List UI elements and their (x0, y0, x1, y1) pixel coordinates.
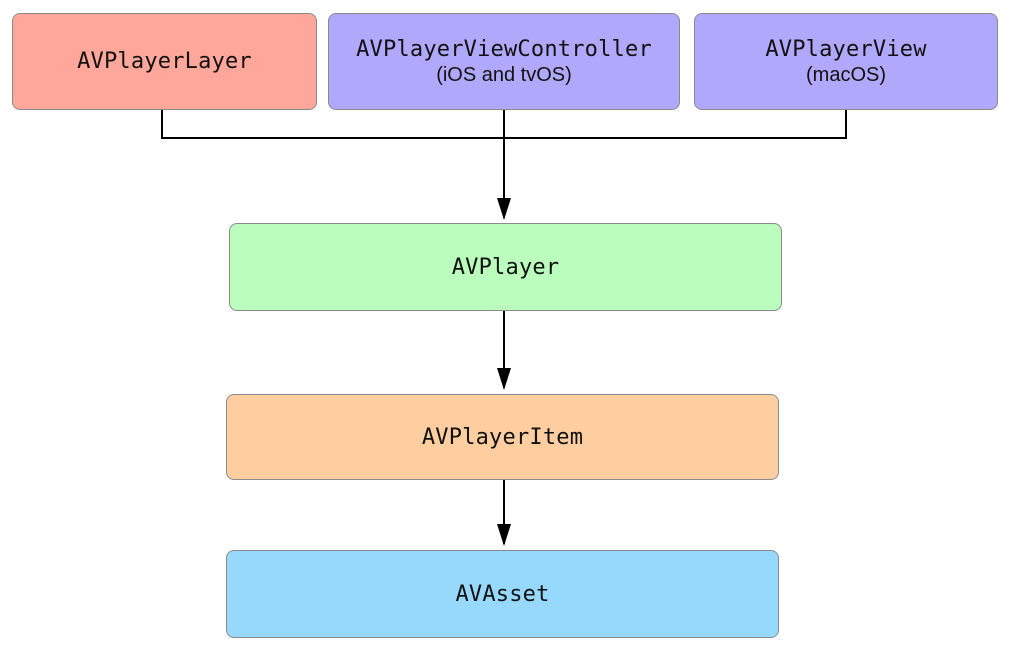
avasset-node: AVAsset (226, 550, 779, 638)
avplayerlayer-node: AVPlayerLayer (12, 13, 317, 110)
arrow-to-avplayer-head (497, 198, 511, 220)
avplayerview-platform-note: (macOS) (806, 64, 886, 86)
avplayerview-label: AVPlayerView (765, 37, 927, 62)
arrow-to-avplayeritem-head (497, 368, 511, 390)
avplayerviewcontroller-label: AVPlayerViewController (356, 37, 652, 62)
avplayer-node: AVPlayer (229, 223, 782, 311)
avplayeritem-label: AVPlayerItem (421, 424, 584, 450)
avplayeritem-node: AVPlayerItem (226, 394, 779, 480)
avasset-label: AVAsset (455, 581, 550, 607)
avplayer-label: AVPlayer (451, 254, 560, 280)
avplayerviewcontroller-node: AVPlayerViewController (iOS and tvOS) (328, 13, 680, 110)
arrow-to-avasset-head (497, 524, 511, 546)
avplayerlayer-label: AVPlayerLayer (77, 49, 252, 74)
avplayerview-node: AVPlayerView (macOS) (694, 13, 998, 110)
avplayerviewcontroller-platform-note: (iOS and tvOS) (436, 64, 572, 86)
